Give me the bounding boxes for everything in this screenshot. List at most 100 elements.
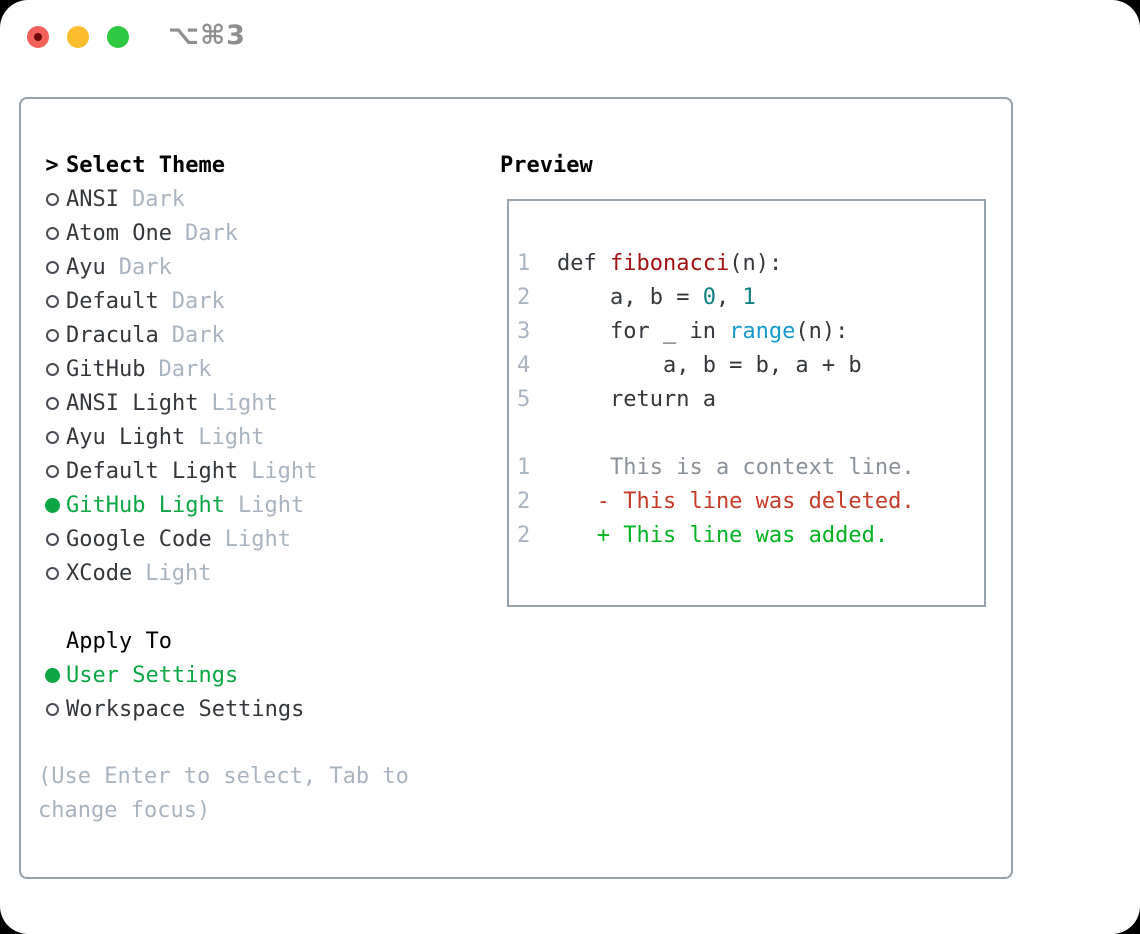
code-token-deleted: - This line was deleted. (557, 489, 915, 514)
close-dot-icon (34, 33, 42, 41)
theme-option[interactable]: Atom One Dark (38, 216, 478, 250)
variant-tag: Dark (171, 288, 225, 314)
code-token-code: for _ in (557, 319, 730, 344)
line-number: 1 (517, 251, 531, 276)
code-token-num: 1 (742, 285, 756, 310)
option-label: GitHub Light (66, 492, 225, 518)
code-token-added: + This line was added. (557, 523, 889, 548)
code-token-func: fibonacci (609, 251, 730, 276)
preview-line: 2 - This line was deleted. (517, 489, 984, 523)
code-token-code: return a (557, 387, 716, 412)
line-number: 4 (517, 353, 531, 378)
radio-icon (45, 226, 59, 240)
radio-icon (45, 396, 59, 410)
theme-option[interactable]: Ayu Light Light (38, 420, 478, 454)
line-number: 5 (517, 387, 531, 412)
radio-icon (45, 328, 59, 342)
apply-to-header: Apply To (38, 624, 478, 658)
radio-icon (45, 532, 59, 546)
theme-option[interactable]: GitHub Light Light (38, 488, 478, 522)
radio-icon (45, 192, 59, 206)
option-label: Google Code (66, 526, 212, 552)
preview-line (517, 421, 984, 455)
radio-selected-icon (44, 497, 60, 513)
apply-to-title: Apply To (66, 628, 172, 654)
theme-option[interactable]: Dracula Dark (38, 318, 478, 352)
variant-tag: Light (251, 458, 318, 484)
radio-selected-icon (44, 667, 60, 683)
code-token-code: a, b = b, a + b (557, 353, 862, 378)
window-title: ⌥⌘3 (168, 20, 246, 51)
preview-line: 1 def fibonacci(n): (517, 251, 984, 285)
preview-title: Preview (500, 152, 593, 178)
option-label: Dracula (66, 322, 159, 348)
pointer-icon: > (45, 152, 59, 178)
preview-line: 4 a, b = b, a + b (517, 353, 984, 387)
help-text: (Use Enter to select, Tab to change focu… (38, 764, 409, 823)
line-number: 1 (517, 455, 531, 480)
code-token-num: 0 (702, 285, 716, 310)
theme-option[interactable]: ANSI Light Light (38, 386, 478, 420)
option-label: User Settings (66, 662, 239, 688)
variant-tag: Light (145, 560, 212, 586)
radio-icon (45, 702, 59, 716)
theme-option[interactable]: Google Code Light (38, 522, 478, 556)
option-label: ANSI (66, 186, 119, 212)
apply-to-option[interactable]: Workspace Settings (38, 692, 478, 726)
code-token-code: def (557, 251, 610, 276)
select-theme-header: > Select Theme (38, 148, 478, 182)
option-label: Ayu (66, 254, 106, 280)
variant-tag: Dark (158, 356, 212, 382)
gap (38, 726, 478, 760)
preview-line: 2 + This line was added. (517, 523, 984, 557)
preview-line: 2 a, b = 0, 1 (517, 285, 984, 319)
preview-header: Preview (500, 148, 593, 182)
variant-tag: Light (224, 526, 291, 552)
titlebar: ⌥⌘3 (0, 0, 1140, 74)
option-label: Ayu Light (66, 424, 186, 450)
zoom-button[interactable] (107, 26, 129, 48)
option-label: Workspace Settings (66, 696, 305, 722)
code-token-code: (n): (729, 251, 783, 276)
preview-line: 5 return a (517, 387, 984, 421)
variant-tag: Dark (171, 322, 225, 348)
option-label: Default Light (66, 458, 239, 484)
code-token-builtin: range (729, 319, 796, 344)
line-number: 2 (517, 523, 531, 548)
option-label: XCode (66, 560, 133, 586)
gap (38, 590, 478, 624)
minimize-button[interactable] (67, 26, 89, 48)
option-label: GitHub (66, 356, 146, 382)
code-token-code: , (715, 285, 743, 310)
select-theme-title: Select Theme (66, 152, 225, 178)
radio-icon (45, 260, 59, 274)
theme-option[interactable]: XCode Light (38, 556, 478, 590)
code-token-code: (n): (795, 319, 849, 344)
radio-icon (45, 464, 59, 478)
line-number: 3 (517, 319, 531, 344)
variant-tag: Light (198, 424, 265, 450)
close-button[interactable] (27, 26, 49, 48)
option-label: ANSI Light (66, 390, 199, 416)
radio-icon (45, 566, 59, 580)
line-number (517, 421, 557, 455)
apply-to-option[interactable]: User Settings (38, 658, 478, 692)
variant-tag: Dark (184, 220, 238, 246)
code-token-context: This is a context line. (557, 455, 915, 480)
theme-option[interactable]: Default Light Light (38, 454, 478, 488)
preview-line: 3 for _ in range(n): (517, 319, 984, 353)
variant-tag: Light (237, 492, 305, 518)
option-label: Atom One (66, 220, 172, 246)
theme-option[interactable]: GitHub Dark (38, 352, 478, 386)
preview-line: 1 This is a context line. (517, 455, 984, 489)
variant-tag: Light (211, 390, 278, 416)
